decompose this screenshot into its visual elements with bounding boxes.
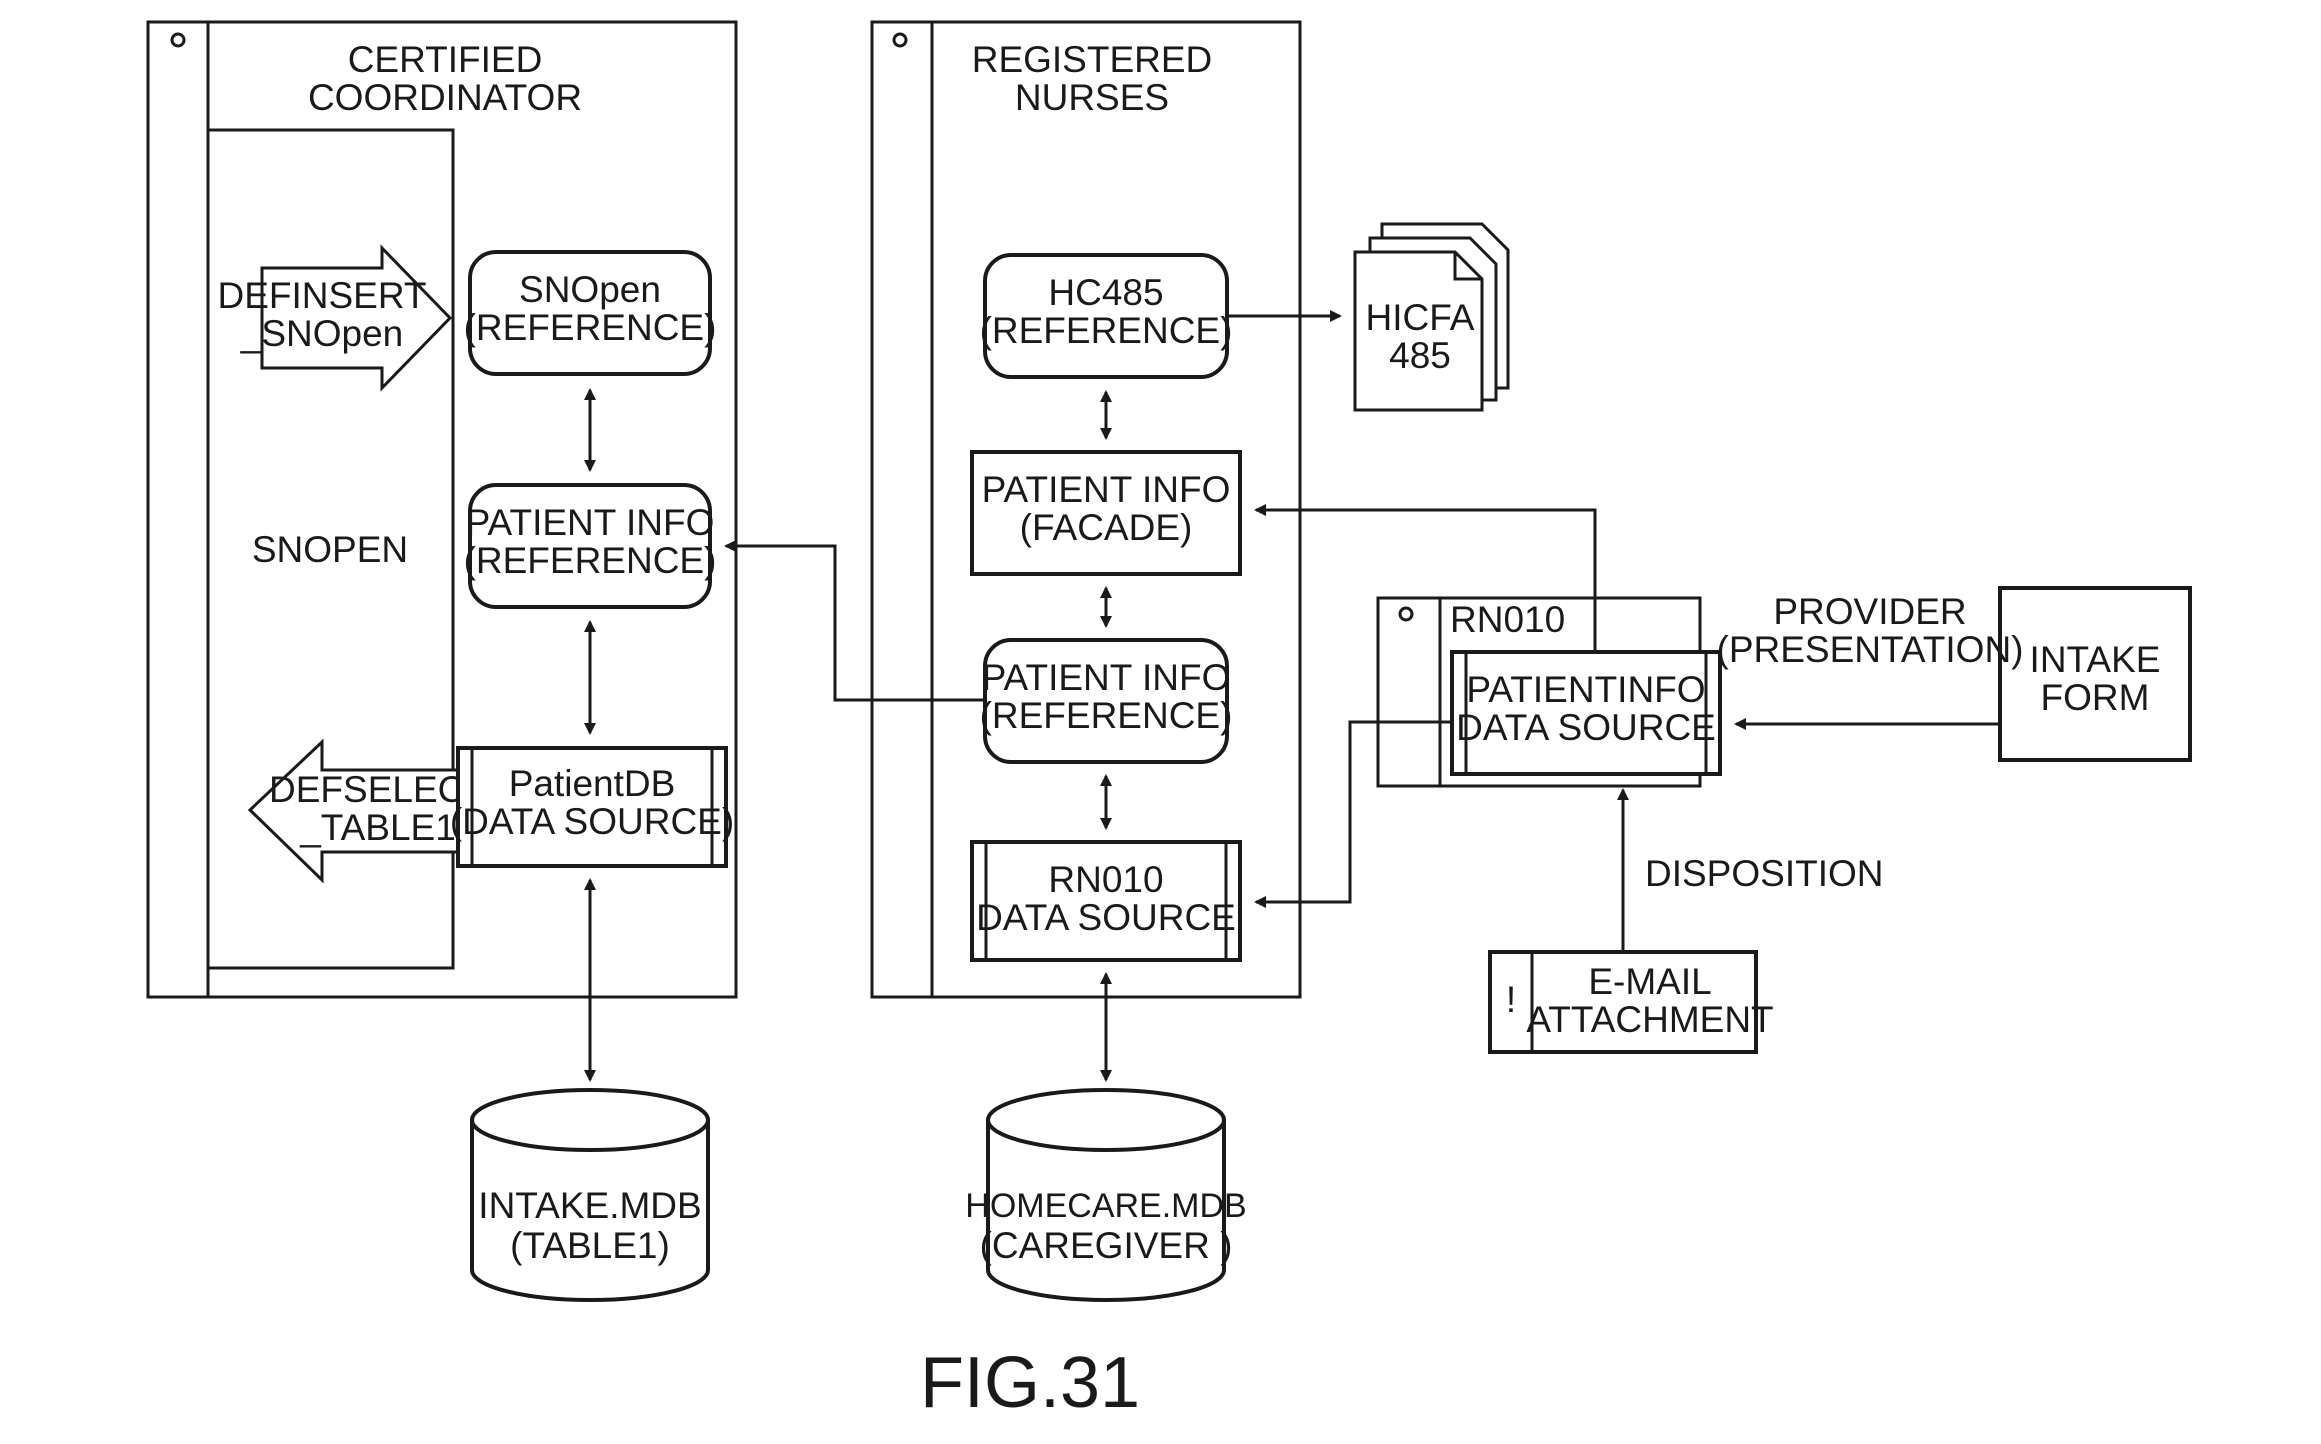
hc485-line2: (REFERENCE) (980, 310, 1233, 351)
intake-mdb-line2: (TABLE1) (510, 1225, 670, 1266)
intake-mdb-line1: INTAKE.MDB (478, 1185, 701, 1226)
facade-line2: (FACADE) (1020, 507, 1193, 548)
patientdb-data-source-node: PatientDB (DATA SOURCE) (450, 746, 734, 868)
snopen-ref-line1: SNOpen (519, 269, 661, 310)
disposition-label: DISPOSITION (1645, 853, 1883, 894)
patient-info-reference-left-node: PATIENT INFO (REFERENCE) (464, 483, 717, 609)
lane-corner-icon (170, 32, 186, 48)
homecare-mdb-line1: HOMECARE.MDB (965, 1187, 1246, 1225)
patient-info-ref-mid-line1: PATIENT INFO (982, 657, 1231, 698)
email-icon: ! (1506, 979, 1516, 1020)
patientdb-line1: PatientDB (509, 763, 676, 804)
intake-form-line2: FORM (2041, 677, 2150, 718)
rn010-data-source-node: RN010 DATA SOURCE (970, 840, 1242, 962)
lane-title-line1: CERTIFIED (348, 39, 543, 80)
email-line1: E-MAIL (1588, 961, 1711, 1002)
email-attachment-node: ! E-MAIL ATTACHMENT (1488, 950, 1774, 1054)
hicfa485-document-stack: HICFA 485 (1353, 222, 1510, 412)
connectors (584, 310, 2000, 1082)
facade-line1: PATIENT INFO (982, 469, 1231, 510)
definsert-arrow: DEFINSERT _SNOpen (217, 244, 453, 392)
homecare-mdb-line2: (CAREGIVER ) (980, 1225, 1233, 1266)
patientinfo-data-source-node: PATIENTINFO DATA SOURCE (1450, 650, 1722, 776)
homecare-mdb-database: HOMECARE.MDB (CAREGIVER ) (965, 1088, 1247, 1302)
patientinfo-ds-line2: DATA SOURCE (1456, 707, 1716, 748)
frame-corner-icon (1398, 606, 1414, 622)
lane-title-line2: NURSES (1015, 77, 1169, 118)
patient-info-reference-mid-node: PATIENT INFO (REFERENCE) (980, 638, 1233, 764)
provider-label-line2: (PRESENTATION) (1717, 629, 2024, 670)
patient-info-facade-node: PATIENT INFO (FACADE) (970, 450, 1242, 576)
intake-form-line1: INTAKE (2030, 639, 2161, 680)
patient-info-ref-mid-line2: (REFERENCE) (980, 695, 1233, 736)
intake-form-node: INTAKE FORM (1998, 586, 2192, 762)
hc485-reference-node: HC485 (REFERENCE) (980, 253, 1233, 379)
definsert-line1: DEFINSERT (217, 275, 426, 316)
provider-label-line1: PROVIDER (1773, 591, 1966, 632)
hicfa-line2: 485 (1389, 335, 1451, 376)
hicfa-line1: HICFA (1366, 297, 1475, 338)
email-line2: ATTACHMENT (1526, 999, 1773, 1040)
hc485-line1: HC485 (1048, 272, 1163, 313)
figure-label: FIG.31 (920, 1343, 1140, 1423)
snopen-ref-line2: (REFERENCE) (464, 307, 717, 348)
rn010-ds-line1: RN010 (1048, 859, 1163, 900)
snopen-area-label: SNOPEN (252, 529, 408, 570)
patientdb-line2: (DATA SOURCE) (450, 801, 734, 842)
snopen-reference-node: SNOpen (REFERENCE) (464, 250, 717, 376)
rn010-frame-title: RN010 (1450, 599, 1565, 640)
rn010-ds-line2: DATA SOURCE (976, 897, 1236, 938)
patientinfo-ds-line1: PATIENTINFO (1466, 669, 1705, 710)
defselect-line2: _TABLE1 (299, 807, 456, 848)
defselect-arrow: DEFSELECT _TABLE1 (247, 738, 487, 884)
intake-mdb-database: INTAKE.MDB (TABLE1) (470, 1088, 710, 1302)
lane-title-line2: COORDINATOR (308, 77, 582, 118)
lane-title-line1: REGISTERED (972, 39, 1213, 80)
lane-corner-icon (892, 32, 908, 48)
defselect-line1: DEFSELECT (269, 769, 487, 810)
patient-info-ref-left-line2: (REFERENCE) (464, 540, 717, 581)
definsert-line2: _SNOpen (240, 313, 404, 354)
patient-info-ref-left-line1: PATIENT INFO (466, 502, 715, 543)
